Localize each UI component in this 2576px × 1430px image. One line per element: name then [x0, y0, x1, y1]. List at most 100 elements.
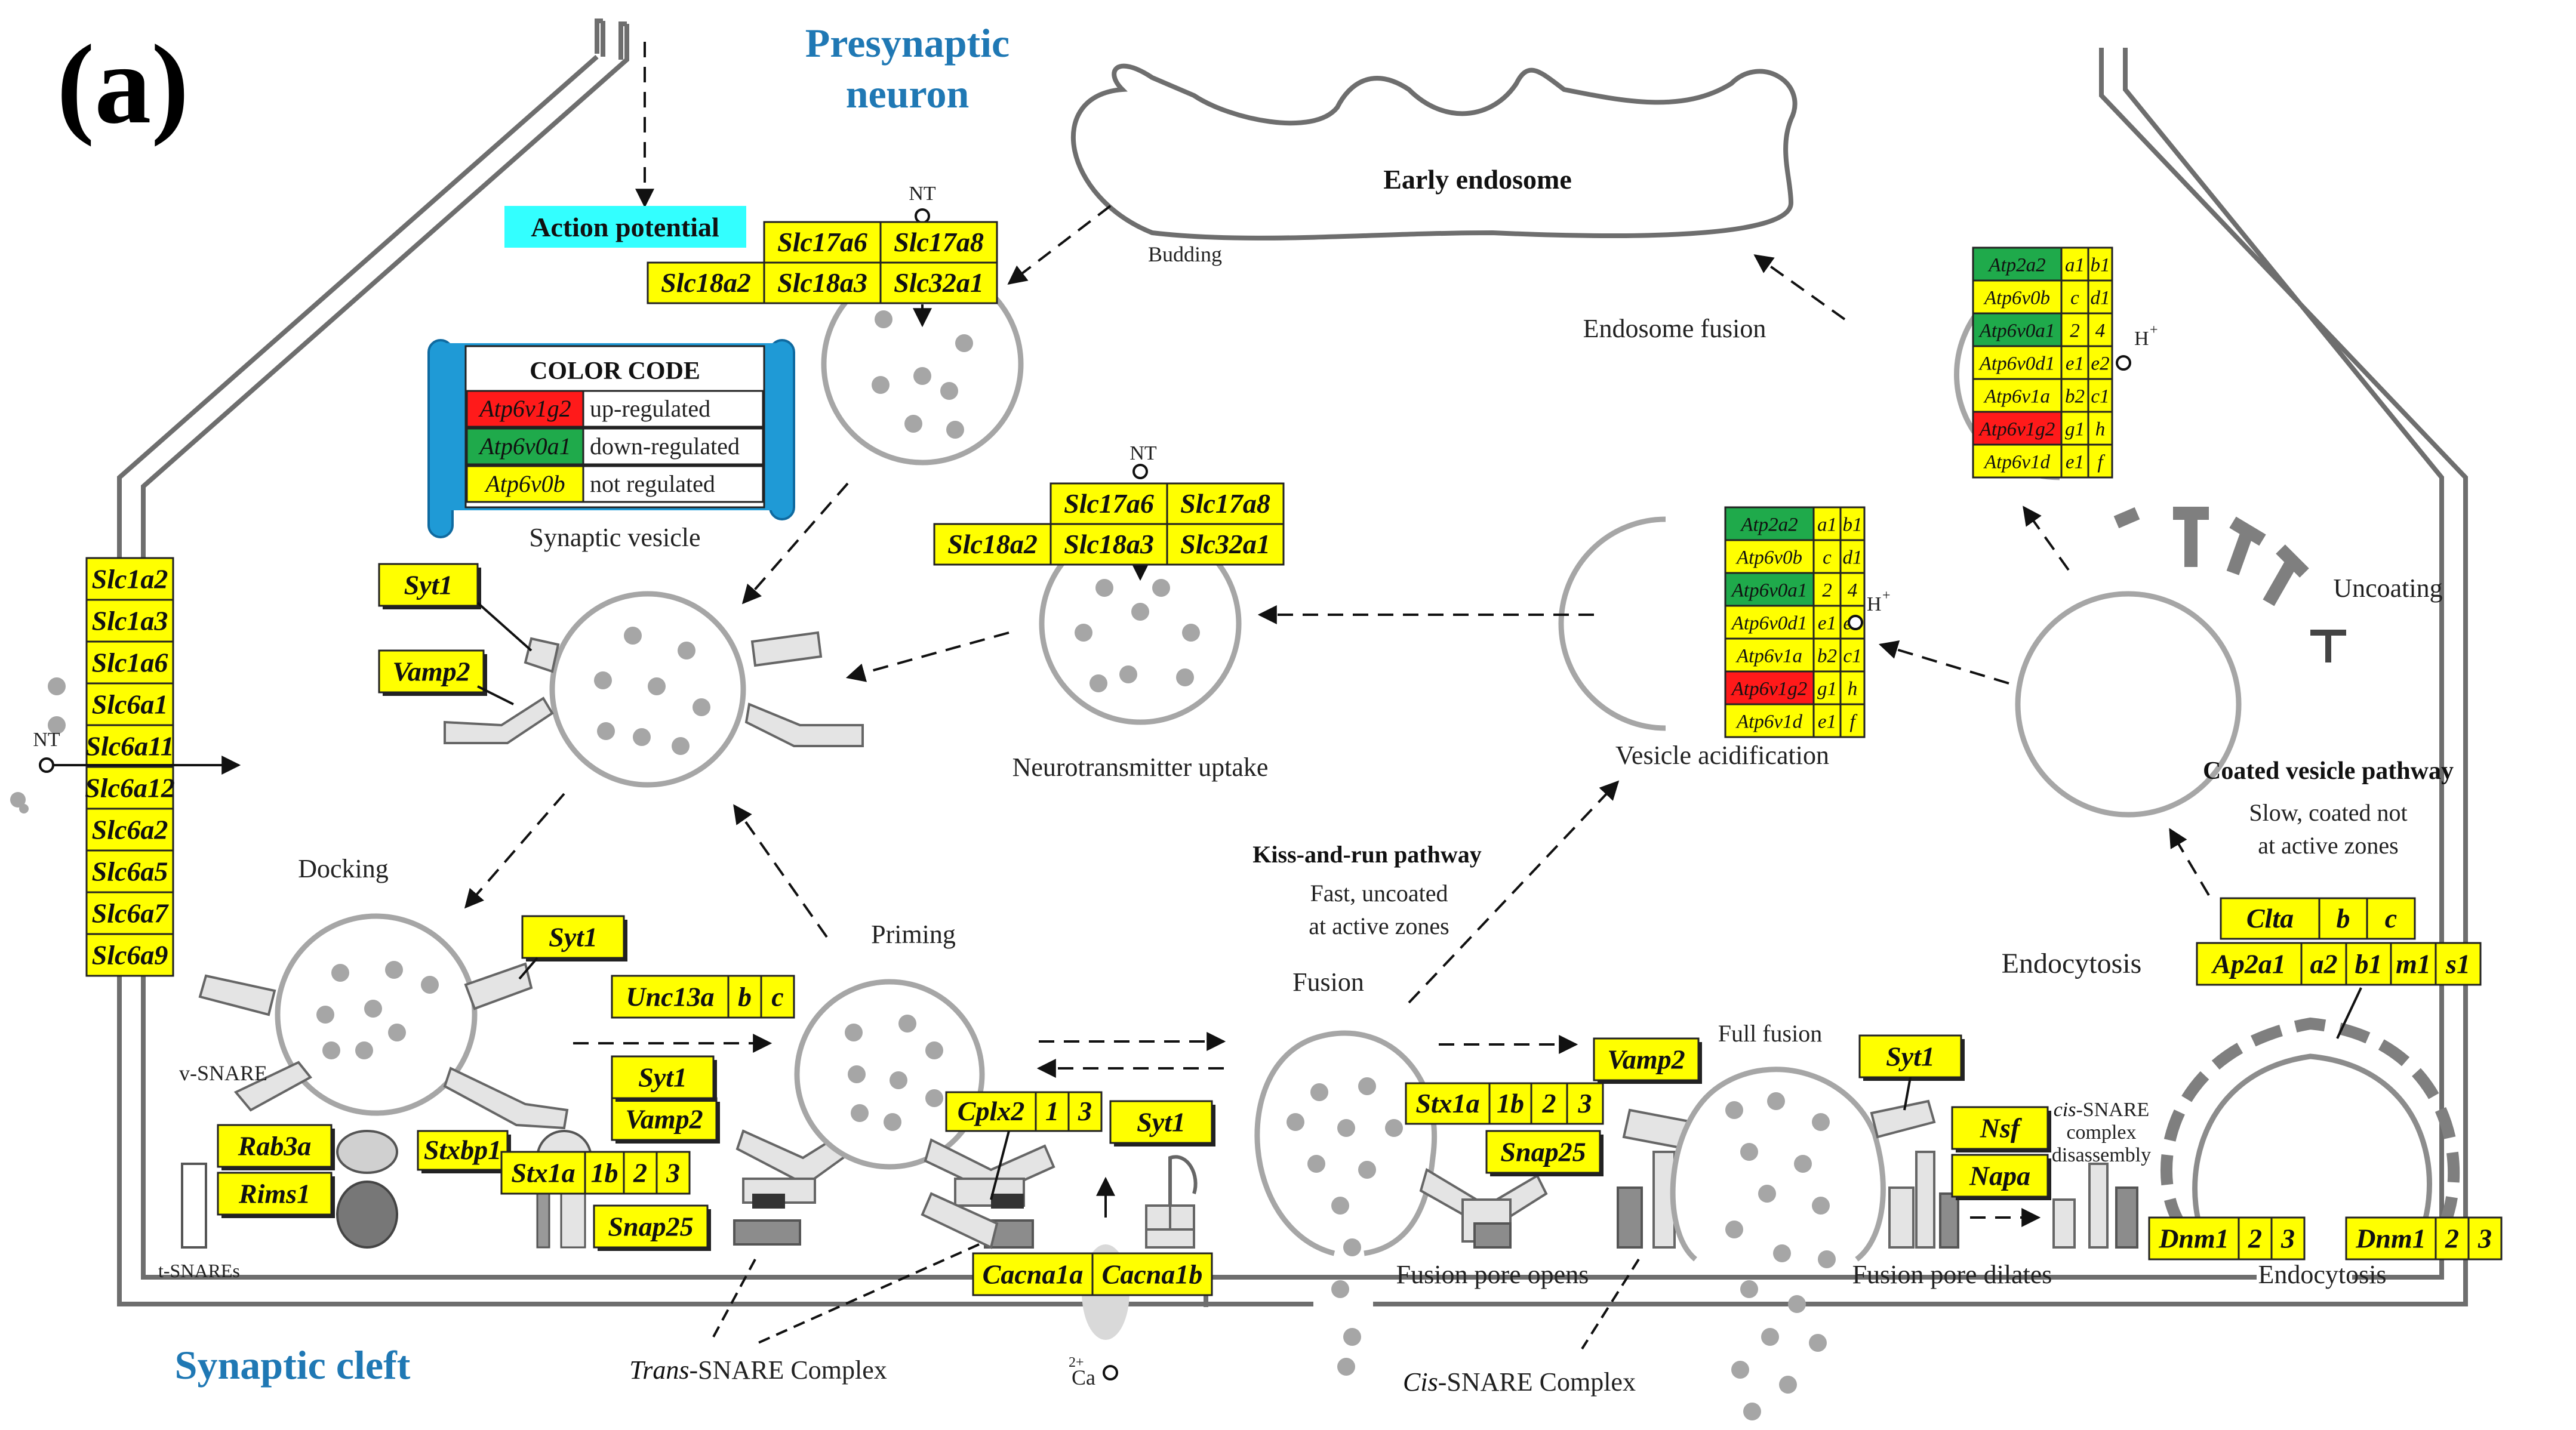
transporter-cell: [85, 599, 174, 643]
vatpase-row-text: Atp6v0a1: [1978, 320, 2055, 342]
vamp2-top-leader: [477, 685, 514, 705]
kiss-desc-line1: Fast, uncoated: [1310, 880, 1448, 907]
vglut_top-cell: [879, 221, 998, 264]
h-plus-pump-middle: [1848, 615, 1863, 630]
vatpase-row-cell: [1812, 572, 1842, 607]
nt-top-label: NT: [909, 183, 936, 205]
syt1-dock-leader: [518, 957, 538, 980]
neuron-membrane: [117, 19, 2468, 1307]
nsf-cell: [1951, 1106, 2049, 1150]
vglut_mid-text: Slc17a6: [1064, 488, 1154, 519]
vatpase-row-text: h: [2095, 419, 2106, 440]
transporter-text: Slc6a11: [85, 731, 174, 761]
vglut_top-text: Slc17a8: [894, 227, 984, 257]
vatpase-row-text: Atp6v0d1: [1978, 353, 2055, 375]
transporter-text: Slc6a2: [92, 814, 168, 845]
coated-desc-line2: at active zones: [2258, 832, 2398, 859]
cplx2-leader: [990, 1130, 1010, 1200]
napa-box: Napa: [1951, 1154, 2051, 1200]
vglut_mid-cell: [1166, 482, 1285, 525]
vatpase-row-text: b1: [2091, 255, 2110, 276]
kiss-desc-line2: at active zones: [1309, 913, 1449, 939]
priming-vesicle: [794, 979, 985, 1170]
transporter-cell: [85, 640, 174, 685]
vatpase-row-text: 2: [2070, 320, 2080, 342]
unc13a-cell: [760, 975, 795, 1019]
coated-pit: [2160, 1017, 2460, 1255]
legend-gene: Atp6v1g2: [478, 395, 571, 422]
budding-label: Budding: [1148, 242, 1222, 266]
syt1-right-leader: [1903, 1077, 1912, 1111]
dnm1-cell: [2467, 1216, 2503, 1261]
kiss-and-run-label: Kiss-and-run pathway: [1252, 841, 1481, 868]
left-nt-dots: [10, 677, 66, 813]
syt1-fusion-text: Syt1: [1137, 1107, 1186, 1137]
vatpase-row-cell: [1972, 279, 2063, 315]
t-snares-label: t-SNAREs: [158, 1260, 240, 1281]
vatpase-row-cell: [1724, 637, 1815, 673]
uncoating-label: Uncoating: [2333, 574, 2442, 603]
syt1-left-text: Syt1: [638, 1062, 687, 1092]
clta-cell: [2318, 897, 2368, 940]
cis-snare-leader: [1581, 1258, 1640, 1350]
vglut_mid-cell: [1050, 523, 1168, 566]
transporter-cell: [85, 682, 174, 726]
transporter-text: Slc6a7: [92, 898, 170, 928]
nt-left-label: NT: [33, 729, 60, 751]
vatpase-row-text: e1: [1818, 711, 1836, 733]
vatpase-row-cell: [2087, 345, 2113, 380]
vatpase-row-text: e1: [2066, 353, 2084, 375]
vatpase-row-cell: [1972, 411, 2063, 446]
stx1a-text: Stx1a: [511, 1157, 575, 1188]
ap2-cell: [2196, 942, 2303, 986]
vatpase-row-text: d1: [1843, 547, 1863, 569]
endosome-fusion-arrow: [1753, 254, 1846, 320]
stx1a-text: 3: [1578, 1088, 1592, 1118]
cplx2-text: Cplx2: [958, 1096, 1024, 1126]
vatpase-row-text: 4: [2095, 320, 2106, 342]
vatpase-row-text: Atp6v1a: [1735, 646, 1802, 667]
transporter-text: Slc1a2: [92, 563, 168, 594]
vatpase-row-text: h: [1848, 679, 1858, 700]
rims1-text: Rims1: [238, 1178, 310, 1209]
vatpase-row-cell: [2087, 378, 2113, 413]
transporter-cell: [85, 808, 174, 852]
vatpase-row-text: d1: [2091, 288, 2110, 309]
snap25-box-left: Snap25: [593, 1204, 711, 1251]
dnm1-cell: [2435, 1216, 2470, 1261]
h-plus-middle-sign: +: [1882, 588, 1891, 603]
mature-vesicle-proteins: [444, 631, 864, 747]
syt1-box-right: Syt1: [1858, 1034, 1965, 1081]
presynaptic-title-line2: neuron: [846, 71, 970, 116]
coated-desc-line1: Slow, coated not: [2249, 799, 2407, 826]
ap2-leader: [2336, 987, 2362, 1039]
nt-top-marker: [915, 208, 930, 224]
vatpase-row-text: Atp2a2: [1987, 255, 2045, 276]
ap2-text: b1: [2355, 948, 2383, 979]
vglut_mid-cell: [1166, 523, 1285, 566]
fusion-snare-complex: [1145, 1155, 1198, 1249]
snap25-left-text: Snap25: [608, 1211, 693, 1241]
vatpase-row-text: c: [1823, 547, 1832, 569]
kiss-run-to-acidification-arrow: [1408, 780, 1620, 1004]
ca-marker: [1103, 1365, 1118, 1380]
priming-vesicle-contents: [845, 1015, 943, 1131]
stx1a-text: 1b: [591, 1157, 618, 1188]
transporter-text: Slc6a5: [92, 856, 168, 886]
transporter-cell: [85, 557, 174, 601]
rab3a-text: Rab3a: [238, 1130, 312, 1161]
vatpase-row-cell: [1839, 506, 1866, 541]
vglut_mid-text: Slc18a3: [1064, 529, 1154, 559]
vatpase-row-text: Atp6v0d1: [1731, 613, 1807, 634]
vatpase-row-cell: [1839, 637, 1866, 673]
vatpase-row-text: Atp2a2: [1740, 514, 1798, 536]
dnm1-text: 2: [2248, 1223, 2262, 1253]
priming-snare-complex: [921, 1138, 1055, 1249]
